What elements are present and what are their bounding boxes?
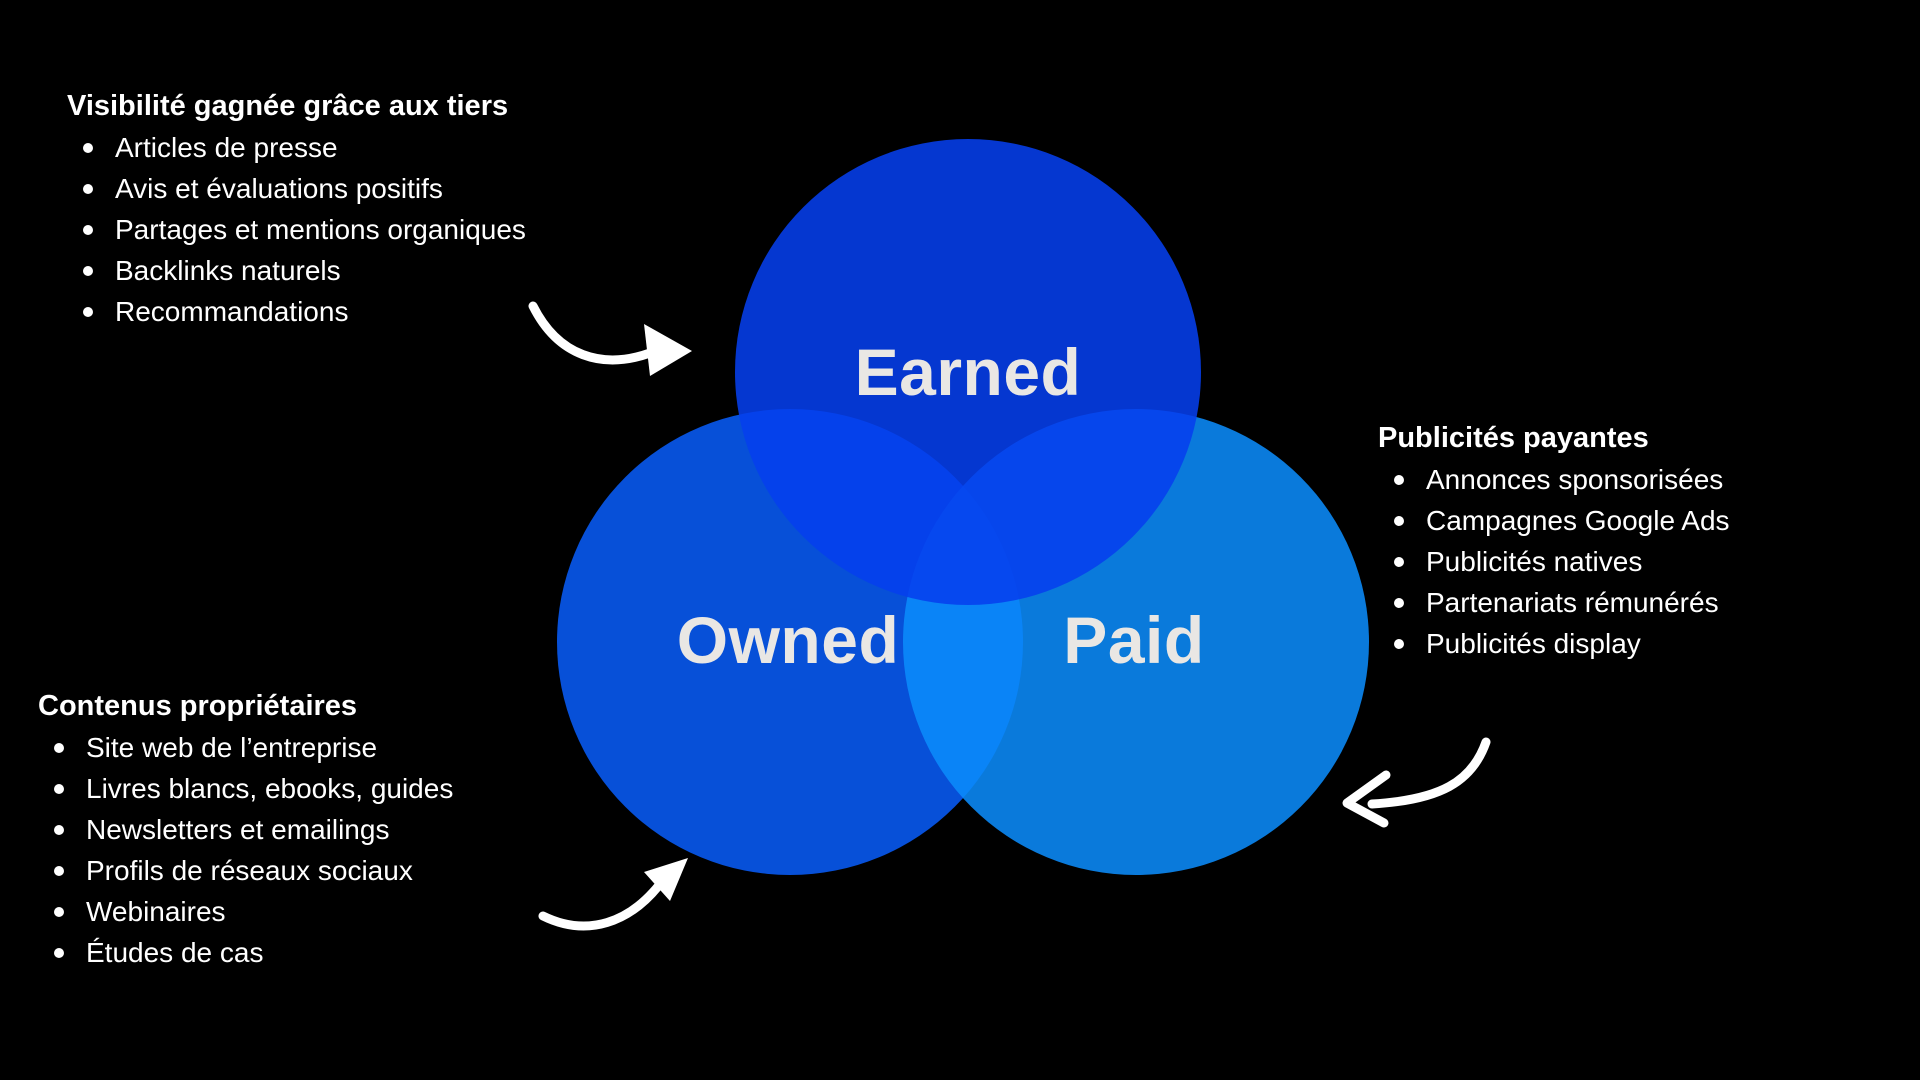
owned-block-title: Contenus propriétaires bbox=[38, 690, 358, 722]
list-item: Newsletters et emailings bbox=[38, 809, 453, 850]
earned-block-title: Visibilité gagnée grâce aux tiers bbox=[67, 90, 509, 122]
list-item: Annonces sponsorisées bbox=[1378, 459, 1730, 500]
arrow-to-owned-icon bbox=[538, 858, 688, 931]
list-item: Partenariats rémunérés bbox=[1378, 582, 1730, 623]
list-item: Avis et évaluations positifs bbox=[67, 168, 526, 209]
list-item: Publicités display bbox=[1378, 623, 1730, 664]
owned-label: Owned bbox=[676, 603, 900, 677]
list-item: Profils de réseaux sociaux bbox=[38, 850, 453, 891]
list-item: Recommandations bbox=[67, 291, 526, 332]
list-item: Site web de l’entreprise bbox=[38, 727, 453, 768]
list-item: Études de cas bbox=[38, 932, 453, 973]
earned-circle bbox=[735, 139, 1201, 605]
arrow-to-paid-icon bbox=[1342, 737, 1491, 828]
paid-block-title: Publicités payantes bbox=[1378, 422, 1649, 454]
list-item: Articles de presse bbox=[67, 127, 526, 168]
list-item: Campagnes Google Ads bbox=[1378, 500, 1730, 541]
list-item: Webinaires bbox=[38, 891, 453, 932]
paid-label: Paid bbox=[1063, 603, 1205, 677]
list-item: Publicités natives bbox=[1378, 541, 1730, 582]
paid-block: Publicités payantes Annonces sponsorisée… bbox=[1378, 418, 1730, 664]
list-item: Livres blancs, ebooks, guides bbox=[38, 768, 453, 809]
arrow-to-earned-icon bbox=[528, 301, 692, 376]
earned-block: Visibilité gagnée grâce aux tiers Articl… bbox=[67, 86, 526, 332]
list-item: Backlinks naturels bbox=[67, 250, 526, 291]
owned-block: Contenus propriétaires Site web de l’ent… bbox=[38, 686, 453, 973]
earned-label: Earned bbox=[854, 335, 1082, 409]
list-item: Partages et mentions organiques bbox=[67, 209, 526, 250]
